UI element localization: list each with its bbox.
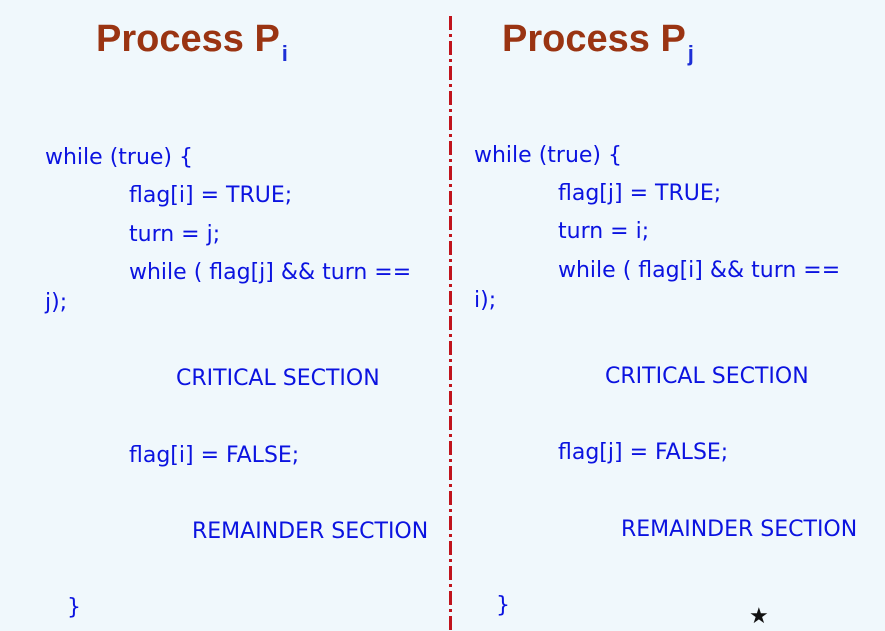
- left-closing-brace: }: [67, 595, 81, 620]
- left-flag-set-false: flag[i] = FALSE;: [129, 443, 300, 468]
- dashed-divider-line: [449, 16, 452, 631]
- right-critical-section: CRITICAL SECTION: [605, 364, 809, 389]
- process-j-title-text: Process P: [502, 18, 686, 60]
- right-turn-assignment: turn = i;: [558, 219, 650, 244]
- left-busy-wait-condition: while ( flag[j] && turn ==: [129, 260, 412, 285]
- right-remainder-section: REMAINDER SECTION: [621, 517, 858, 542]
- process-i-title-subscript: i: [281, 41, 288, 66]
- process-j-title: Process Pj: [502, 20, 694, 65]
- right-busy-wait-condition: while ( flag[i] && turn ==: [558, 258, 841, 283]
- right-closing-brace: }: [496, 593, 510, 618]
- process-i-title: Process Pi: [96, 20, 288, 65]
- process-j-title-subscript: j: [687, 41, 694, 66]
- left-turn-assignment: turn = j;: [129, 222, 221, 247]
- right-flag-set-true: flag[j] = TRUE;: [558, 181, 722, 206]
- left-flag-set-true: flag[i] = TRUE;: [129, 183, 293, 208]
- process-i-title-text: Process P: [96, 18, 280, 60]
- left-remainder-section: REMAINDER SECTION: [192, 519, 429, 544]
- left-critical-section: CRITICAL SECTION: [176, 366, 380, 391]
- star-icon: ★: [749, 604, 769, 629]
- left-while-loop-header: while (true) {: [45, 145, 193, 170]
- right-flag-set-false: flag[j] = FALSE;: [558, 440, 729, 465]
- left-busy-wait-end: j);: [45, 290, 68, 315]
- right-busy-wait-end: i);: [474, 288, 497, 313]
- right-while-loop-header: while (true) {: [474, 143, 622, 168]
